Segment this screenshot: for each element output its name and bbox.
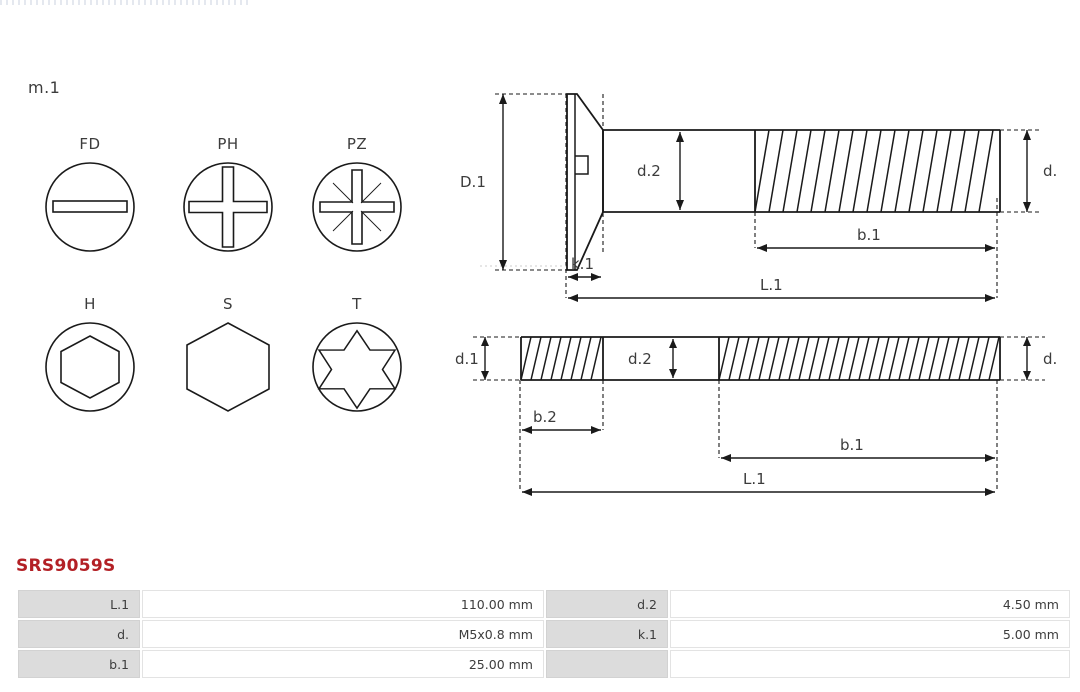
drive-label-s: S — [222, 295, 234, 313]
stud-drawing: d.1 — [455, 320, 1080, 505]
spec-key: k.1 — [545, 620, 668, 648]
drive-option-fd[interactable]: FD — [25, 135, 155, 255]
spec-value-empty — [670, 650, 1070, 678]
specification-table: L.1 110.00 mm d.2 4.50 mm d. M5x0.8 mm k… — [16, 588, 1072, 680]
part-number: SRS9059S — [16, 556, 116, 576]
dim-b1-stud-label: b.1 — [840, 436, 864, 454]
drive-option-ph[interactable]: PH — [163, 135, 293, 255]
drive-type-panel: m.1 FD PH PZ — [0, 0, 450, 470]
drive-label-fd: FD — [79, 135, 101, 153]
top-edge-artifact — [0, 0, 250, 5]
spec-key: L.1 — [18, 590, 141, 618]
pozidriv-drive-icon — [312, 162, 402, 252]
drive-label-ph: PH — [217, 135, 239, 153]
drive-option-h[interactable]: H — [25, 295, 155, 415]
spec-value: 110.00 mm — [142, 590, 544, 618]
slotted-drive-icon — [45, 162, 135, 252]
drive-group-label: m.1 — [28, 78, 61, 97]
spec-value: M5x0.8 mm — [142, 620, 544, 648]
spec-key: d. — [18, 620, 141, 648]
torx-drive-icon — [312, 322, 402, 412]
dim-d1-stud-label: d.1 — [455, 350, 479, 368]
dim-d2-label: d.2 — [637, 162, 661, 180]
drive-label-h: H — [84, 295, 96, 313]
spec-key-empty — [545, 650, 668, 678]
countersunk-screw-drawing: D.1 — [455, 70, 1080, 310]
table-row: d. M5x0.8 mm k.1 5.00 mm — [18, 620, 1070, 648]
spec-key: d.2 — [545, 590, 668, 618]
spec-value: 25.00 mm — [142, 650, 544, 678]
dim-d2-stud-label: d.2 — [628, 350, 652, 368]
phillips-drive-icon — [183, 162, 273, 252]
drive-option-pz[interactable]: PZ — [292, 135, 422, 255]
dim-k1-label: k.1 — [571, 255, 594, 273]
table-row: L.1 110.00 mm d.2 4.50 mm — [18, 590, 1070, 618]
drive-option-t[interactable]: T — [292, 295, 422, 415]
dim-L1-label: L.1 — [760, 276, 783, 294]
drive-label-pz: PZ — [346, 135, 368, 153]
table-row: b.1 25.00 mm — [18, 650, 1070, 678]
spec-value: 4.50 mm — [670, 590, 1070, 618]
dim-d-label: d. — [1043, 162, 1057, 180]
dim-b1-label: b.1 — [857, 226, 881, 244]
spec-key: b.1 — [18, 650, 141, 678]
drive-label-t: T — [352, 295, 362, 313]
hex-head-drive-icon — [186, 322, 270, 412]
dim-d-stud-label: d. — [1043, 350, 1057, 368]
dim-D1-label: D.1 — [460, 173, 486, 191]
hex-socket-drive-icon — [45, 322, 135, 412]
dim-L1-stud-label: L.1 — [743, 470, 766, 488]
spec-value: 5.00 mm — [670, 620, 1070, 648]
dim-b2-label: b.2 — [533, 408, 557, 426]
drive-option-s[interactable]: S — [163, 295, 293, 415]
